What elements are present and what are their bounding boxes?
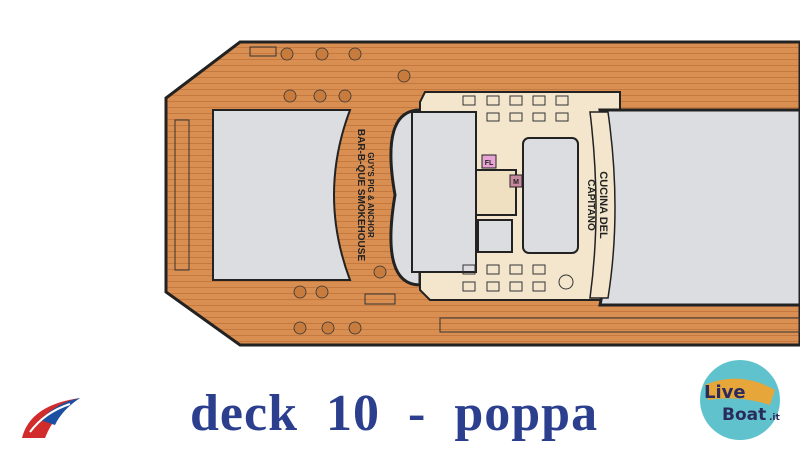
dining-tables	[249, 46, 574, 305]
svg-text:Live: Live	[704, 382, 746, 403]
toilet-label: FL	[485, 160, 494, 167]
pool-forward	[598, 108, 800, 307]
stairwell	[475, 169, 517, 216]
cucina-counter	[589, 111, 616, 299]
liveboat-logo: Live Boat .it	[700, 360, 781, 440]
venue-label-bbq-line1: GUY'S PIG & ANCHOR	[366, 152, 375, 238]
svg-text:.it: .it	[769, 413, 781, 423]
pool-aft	[212, 109, 352, 281]
deck-loungers	[174, 119, 800, 333]
lido-block	[411, 111, 477, 273]
deck-tables	[280, 47, 411, 335]
venue-label-cucina-line2: CAPITANO	[585, 179, 596, 231]
toilet-marker	[481, 154, 497, 169]
elevator-marker	[509, 174, 523, 188]
elevator-label: M	[513, 179, 519, 186]
venue-label-bbq-line2: BAR-B-QUE SMOKEHOUSE	[355, 129, 366, 262]
svg-text:Boat: Boat	[722, 405, 766, 425]
carnival-logo	[22, 398, 80, 438]
venue-label-cucina-line1: CUCINA DEL	[597, 171, 609, 239]
elevator-block	[477, 219, 513, 253]
galley	[522, 137, 579, 254]
deck-title: deck 10 - poppa	[190, 385, 599, 442]
